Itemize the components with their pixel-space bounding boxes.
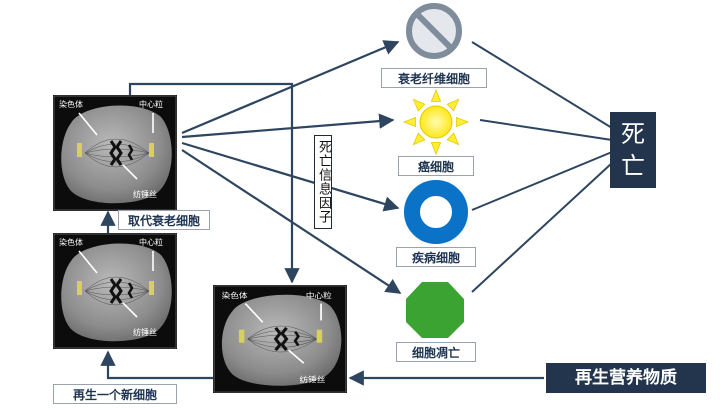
senescent-fibroblast-label: 衰老纤维细胞 bbox=[381, 68, 487, 88]
sun-disc bbox=[419, 105, 453, 139]
chromosome-label: 染色体 bbox=[59, 237, 83, 247]
death-signal-label: 死亡信息因子 bbox=[314, 135, 332, 229]
regenerate-nutrients-box: 再生营养物质 bbox=[546, 363, 706, 393]
ring-icon bbox=[404, 180, 468, 244]
apoptosis-label: 细胞凋亡 bbox=[396, 342, 476, 362]
octagon-icon bbox=[406, 282, 464, 338]
arrow-to-senescent bbox=[181, 40, 400, 135]
chromosome-label: 染色体 bbox=[59, 99, 83, 109]
cell-micrograph-bottom: 染色体 中心粒 纺锤丝 bbox=[213, 285, 347, 393]
death-box: 死亡 bbox=[610, 112, 656, 188]
sun-icon bbox=[402, 88, 470, 156]
cell-micrograph-top: 染色体 中心粒 纺锤丝 bbox=[53, 95, 177, 211]
arrow-to-cancer bbox=[181, 113, 395, 139]
centriole-label: 中心粒 bbox=[306, 291, 332, 300]
replace-senescent-label: 取代衰老细胞 bbox=[118, 210, 210, 230]
spindle-label: 纺锤丝 bbox=[299, 374, 325, 383]
line-disease-death bbox=[471, 151, 613, 211]
sun-ray bbox=[412, 132, 426, 146]
disease-cell-label: 疾病细胞 bbox=[396, 247, 476, 267]
arrow-to-new-cell bbox=[128, 82, 300, 284]
centriole-label: 中心粒 bbox=[139, 99, 163, 109]
cancer-cell-label: 癌细胞 bbox=[398, 156, 474, 176]
sun-ray bbox=[446, 132, 460, 146]
line-senescent-death bbox=[471, 41, 613, 129]
spindle-label: 纺锤丝 bbox=[133, 189, 157, 199]
spindle-label: 纺锤丝 bbox=[133, 327, 157, 337]
arrow-to-disease bbox=[181, 141, 400, 212]
arrow-regenerate bbox=[100, 350, 213, 380]
sun-ray bbox=[456, 116, 470, 128]
line-cancer-death bbox=[479, 119, 613, 141]
sun-ray bbox=[412, 98, 426, 112]
sun-ray bbox=[430, 142, 442, 156]
cell-micrograph-middle: 染色体 中心粒 纺锤丝 bbox=[53, 233, 177, 349]
sun-ray bbox=[430, 88, 442, 102]
sun-ray bbox=[402, 116, 416, 128]
centriole-label: 中心粒 bbox=[139, 237, 163, 247]
chromosome-label: 染色体 bbox=[222, 291, 248, 300]
line-apoptosis-death bbox=[471, 162, 613, 293]
new-cell-label: 再生一个新细胞 bbox=[53, 384, 177, 404]
sun-ray bbox=[446, 98, 460, 112]
prohibition-icon bbox=[406, 3, 462, 59]
